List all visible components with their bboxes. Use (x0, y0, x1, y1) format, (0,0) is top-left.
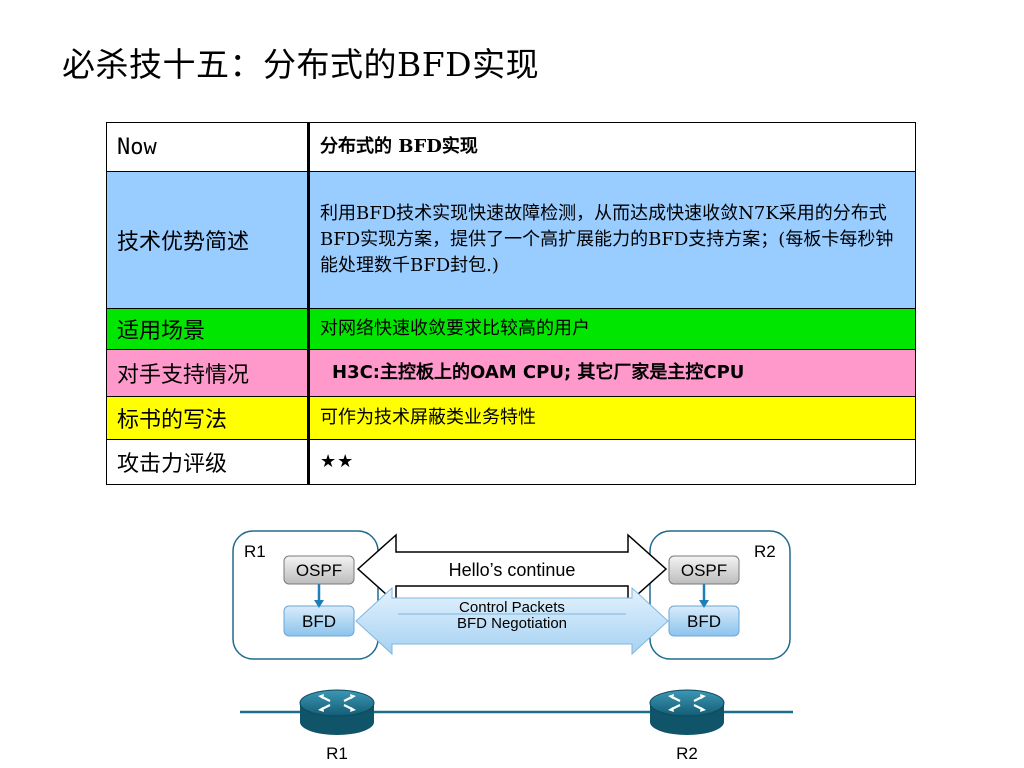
r2-box-label: R2 (754, 542, 776, 561)
page-title: 必杀技十五：分布式的BFD实现 (62, 45, 540, 84)
r1-box-label: R1 (244, 542, 266, 561)
r1-ospf-label: OSPF (296, 561, 342, 580)
router-r2-label: R2 (676, 744, 698, 763)
table-row: 技术优势简述 利用BFD技术实现快速故障检测，从而达成快速收敛N7K采用的分布式… (106, 171, 916, 309)
control-packets-label: Control Packets (459, 599, 565, 616)
table-row: 适用场景 对网络快速收敛要求比较高的用户 (106, 308, 916, 350)
bfd-negotiation-label: BFD Negotiation (457, 615, 567, 632)
row-value: H3C:主控板上的OAM CPU; 其它厂家是主控CPU (308, 349, 916, 397)
r2-bfd-label: BFD (687, 612, 721, 631)
r1-link-arrowhead (314, 600, 324, 608)
row-value: 对网络快速收敛要求比较高的用户 (308, 308, 916, 350)
router-r1-icon (299, 689, 375, 735)
r2-ospf-label: OSPF (681, 561, 727, 580)
row-key: 攻击力评级 (106, 439, 310, 485)
table-row: Now 分布式的 BFD实现 (106, 122, 916, 172)
row-key: 技术优势简述 (106, 171, 310, 309)
row-value: 分布式的 BFD实现 (308, 122, 916, 172)
table-row: 攻击力评级 ★★ (106, 439, 916, 485)
table-row: 对手支持情况 H3C:主控板上的OAM CPU; 其它厂家是主控CPU (106, 349, 916, 397)
hello-label: Hello’s continue (449, 560, 576, 580)
rating-stars: ★★ (308, 439, 916, 485)
router-r2-icon (649, 689, 725, 735)
router-r1-label: R1 (326, 744, 348, 763)
feature-table: Now 分布式的 BFD实现 技术优势简述 利用BFD技术实现快速故障检测，从而… (106, 122, 916, 485)
row-key: 适用场景 (106, 308, 310, 350)
table-row: 标书的写法 可作为技术屏蔽类业务特性 (106, 396, 916, 440)
bfd-negotiation-arrow (355, 586, 669, 656)
row-value: 可作为技术屏蔽类业务特性 (308, 396, 916, 440)
row-key: Now (106, 122, 310, 172)
hello-arrow (356, 533, 668, 605)
row-value: 利用BFD技术实现快速故障检测，从而达成快速收敛N7K采用的分布式BFD实现方案… (308, 171, 916, 309)
r1-bfd-label: BFD (302, 612, 336, 631)
r2-link-arrowhead (699, 600, 709, 608)
